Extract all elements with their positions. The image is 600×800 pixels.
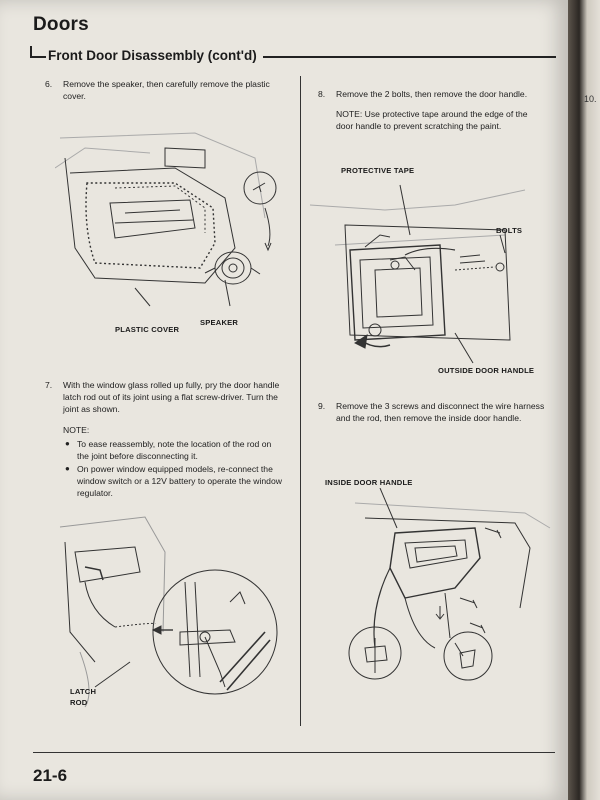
step-9: 9. Remove the 3 screws and disconnect th…: [318, 400, 548, 424]
latch-rod-label: LATCH ROD: [70, 687, 97, 707]
step-6: 6. Remove the speaker, then carefully re…: [45, 78, 285, 102]
manual-page: Doors Front Door Disassembly (cont'd) 6.…: [0, 0, 568, 800]
section-tick: [30, 46, 32, 58]
protective-tape-label: PROTECTIVE TAPE: [341, 166, 415, 175]
section-title: Front Door Disassembly (cont'd): [46, 48, 263, 63]
column-divider: [300, 76, 301, 726]
inside-door-handle-label: INSIDE DOOR HANDLE: [325, 478, 413, 487]
section-rule: [30, 56, 556, 58]
speaker-label: SPEAKER: [200, 318, 239, 327]
step-9-number: 9.: [318, 401, 326, 411]
outside-door-handle-figure: [305, 175, 555, 365]
bolts-label: BOLTS: [496, 226, 523, 235]
step-7-note-item: To ease reassembly, note the location of…: [65, 438, 285, 462]
book-spine-gutter: [568, 0, 600, 800]
facing-page-fragment: 10.: [584, 94, 597, 104]
step-6-number: 6.: [45, 79, 53, 89]
step-6-text: Remove the speaker, then carefully remov…: [63, 79, 270, 101]
step-8: 8. Remove the 2 bolts, then remove the d…: [318, 88, 548, 100]
step-7-note-list: To ease reassembly, note the location of…: [63, 438, 285, 499]
speaker-plastic-cover-figure: [55, 128, 293, 323]
step-7-number: 7.: [45, 380, 53, 390]
step-8-note: NOTE: Use protective tape around the edg…: [336, 109, 528, 131]
plastic-cover-label: PLASTIC COVER: [115, 325, 180, 334]
step-7-text: With the window glass rolled up fully, p…: [63, 380, 280, 414]
chapter-title: Doors: [33, 14, 89, 35]
step-7-note-title: NOTE:: [63, 425, 90, 435]
step-7: 7. With the window glass rolled up fully…: [45, 379, 285, 415]
latch-rod-figure: [55, 512, 295, 712]
page-number: 21-6: [33, 766, 68, 785]
step-8-text: Remove the 2 bolts, then remove the door…: [336, 89, 528, 99]
footer-rule: [33, 752, 555, 753]
step-9-text: Remove the 3 screws and disconnect the w…: [336, 401, 545, 423]
step-8-number: 8.: [318, 89, 326, 99]
inside-door-handle-figure: [315, 488, 555, 698]
step-7-note-item: On power window equipped models, re-conn…: [65, 463, 285, 499]
step-7-note: NOTE: To ease reassembly, note the locat…: [63, 424, 285, 500]
outside-door-handle-label: OUTSIDE DOOR HANDLE: [438, 366, 535, 375]
